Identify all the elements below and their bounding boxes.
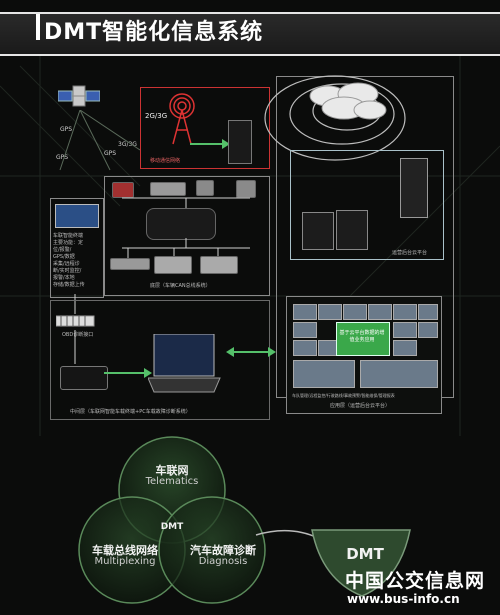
- dashboard-icon: [146, 208, 216, 240]
- app-photo: [360, 360, 438, 388]
- app-center-text: 基于云平台数据的增值业务应用: [339, 330, 385, 343]
- telematics-en: Telematics: [145, 476, 199, 487]
- terminal-panel: [50, 198, 104, 298]
- gps-beams: [59, 110, 141, 171]
- app-thumb: [368, 304, 392, 320]
- app-thumb: [293, 322, 317, 338]
- terminal-line: 断/实时监控/: [53, 268, 82, 274]
- middle-layer-label: 中间层（车联网智能车载终端+PC车载故障诊断系统）: [70, 409, 191, 415]
- bottom-layer-panel: [104, 176, 270, 296]
- terminal-line: 报警/本地: [53, 275, 75, 281]
- app-thumb: [293, 340, 317, 356]
- cloud-server-tower: [400, 158, 428, 218]
- app-thumb: [393, 304, 417, 320]
- can-bus-lines: [122, 197, 250, 258]
- app-thumb: [293, 304, 317, 320]
- gearbox-icon: [150, 182, 186, 196]
- satellite-icon: [58, 85, 100, 107]
- gps-label-4: 3G/3G: [118, 141, 137, 148]
- cloud-icon: [309, 82, 387, 120]
- cloud-platform-panel: [290, 150, 444, 260]
- terminal-line: 位/报警/: [53, 247, 72, 253]
- telematics-cn: 车联网: [155, 464, 189, 477]
- gps-label-3: GPS: [104, 150, 117, 157]
- watermark-url: www.bus-info.cn: [347, 592, 460, 606]
- cloud-server-1: [302, 212, 334, 250]
- multiplexing-cn: 车载总线网络: [92, 544, 158, 557]
- venn-circle-diagnosis: [158, 496, 266, 604]
- terminal-line: 主要功能：定: [53, 240, 84, 246]
- middle-layer-panel: [50, 300, 270, 420]
- cloud-server-2: [336, 210, 368, 250]
- obd-port-label: OBD诊断接口: [62, 332, 94, 338]
- mobile-network-label: 移动通信网络: [150, 158, 181, 164]
- app-photo: [293, 360, 355, 388]
- terminal-connector-line: [74, 294, 76, 364]
- page-title: DMT智能化信息系统: [44, 20, 264, 45]
- cloud-platform-label: 运营后台云平台: [392, 250, 428, 256]
- vehicle-terminal-box: [60, 366, 108, 390]
- laptop-icon: [148, 334, 221, 393]
- terminal-line: 采集/远程诊: [53, 261, 80, 267]
- app-thumb: [418, 322, 438, 338]
- arrow-terminal-to-laptop: [104, 368, 152, 378]
- server-icon: [228, 120, 252, 164]
- result-label: DMT: [346, 545, 384, 563]
- app-thumb: [393, 322, 417, 338]
- signal-tower-icon: [169, 93, 195, 145]
- can-module-3: [200, 256, 238, 274]
- terminal-text: 车联智能终端 主要功能：定 位/报警/ GPS/数据 采集/远程诊 断/实时监控…: [53, 232, 101, 288]
- title-accent: [36, 14, 40, 40]
- app-thumb: [418, 304, 438, 320]
- terminal-screen: [55, 204, 99, 228]
- app-thumb: [318, 304, 342, 320]
- diagnosis-cn: 汽车故障诊断: [190, 544, 256, 557]
- app-caption-2: 应用层（运营后台云平台）: [330, 403, 391, 409]
- app-thumb: [343, 304, 367, 320]
- terminal-line: 存储/数据上传: [53, 282, 85, 288]
- bottom-layer-label: 底层（车辆CAN总线系统）: [150, 283, 211, 289]
- watermark-cn: 中国公交信息网: [345, 570, 486, 592]
- app-center-box: [336, 322, 390, 356]
- terminal-line: 车联智能终端: [53, 233, 84, 239]
- arrow-to-server: [190, 139, 230, 149]
- mobile-network-panel: [140, 87, 270, 169]
- network-signal-label: 2G/3G: [145, 112, 168, 120]
- app-thumb: [393, 340, 417, 356]
- venn-diagram: [78, 436, 411, 604]
- gps-label-2: GPS: [56, 154, 69, 161]
- result-shield: [311, 529, 411, 597]
- can-module-1: [110, 258, 150, 270]
- diagnosis-en: Diagnosis: [198, 556, 248, 567]
- venn-link-curve: [255, 529, 319, 539]
- sensor-icon: [196, 180, 214, 196]
- multiplexing-en: Multiplexing: [94, 556, 156, 567]
- arrow-laptop-to-app: [226, 347, 276, 357]
- app-caption-1: 车队管理/远程监控/行驶路线/事故预警/智能维保/管理报表: [292, 393, 395, 398]
- can-module-2: [154, 256, 192, 274]
- title-bar: [0, 12, 500, 56]
- venn-center-label: DMT: [160, 522, 184, 532]
- obd-connector-icon: [56, 315, 95, 327]
- terminal-line: GPS/数据: [53, 254, 75, 260]
- gps-label-1: GPS: [60, 126, 73, 133]
